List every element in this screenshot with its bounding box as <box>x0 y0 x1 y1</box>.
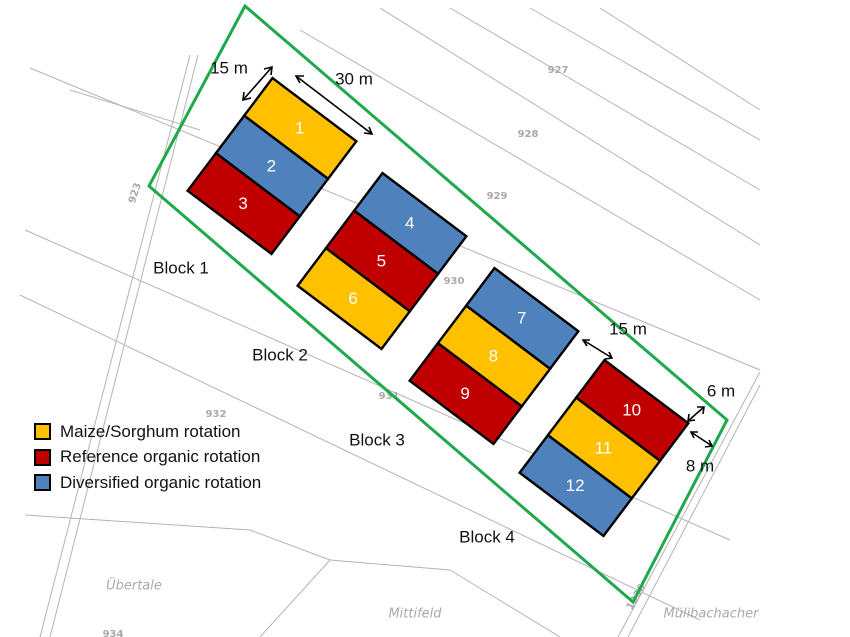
parcel-number: 932 <box>206 409 227 420</box>
plot-number: 4 <box>405 214 414 233</box>
legend-label-maize: Maize/Sorghum rotation <box>60 421 241 441</box>
plot-12: 12 <box>517 433 634 538</box>
place-name: Mülibachacher <box>664 607 761 622</box>
legend-item-diversified: Diversified organic rotation <box>34 470 261 496</box>
place-name: Mittifeld <box>388 607 442 622</box>
plot-9: 9 <box>407 341 524 446</box>
parcel-number: 929 <box>487 191 508 202</box>
plot-number: 2 <box>267 156 276 175</box>
legend: Maize/Sorghum rotation Reference organic… <box>34 419 261 496</box>
legend-swatch-maize <box>34 423 51 441</box>
plot-number: 12 <box>566 476 585 495</box>
dimension-arrows <box>242 65 714 448</box>
plot-9-fill <box>407 341 524 446</box>
plot-6: 6 <box>295 246 412 351</box>
dimension-label-block-gap: 15 m <box>609 319 647 338</box>
plot-3-fill <box>185 151 302 256</box>
legend-swatch-diversified <box>34 474 51 492</box>
parcel-number: 923 <box>127 181 144 204</box>
cadastre-lines <box>19 7 761 637</box>
parcel-number: 928 <box>518 129 539 140</box>
block-label-1: Block 1 <box>153 258 209 277</box>
plot-number: 11 <box>595 438 613 457</box>
plot-number: 9 <box>460 384 469 403</box>
plot-number: 1 <box>295 119 304 138</box>
plot-number: 6 <box>348 289 357 308</box>
parcel-number: 930 <box>444 276 465 287</box>
trial-field-boundary <box>147 3 729 605</box>
plot-number: 8 <box>489 346 498 365</box>
legend-swatch-reference <box>34 448 51 466</box>
place-name: Übertale <box>106 577 162 594</box>
block-label-2: Block 2 <box>252 345 308 364</box>
dimension-label-plot-length: 30 m <box>335 69 373 88</box>
dimension-label-edge-side: 6 m <box>707 381 735 400</box>
parcel-number: 927 <box>548 65 569 76</box>
plot-12-fill <box>517 433 634 538</box>
legend-item-maize: Maize/Sorghum rotation <box>34 419 261 445</box>
block-label-3: Block 3 <box>349 430 405 449</box>
plot-number: 3 <box>238 194 247 213</box>
legend-item-reference: Reference organic rotation <box>34 445 261 471</box>
block-label-4: Block 4 <box>459 527 515 546</box>
plot-number: 10 <box>622 401 641 420</box>
parcel-number: 934 <box>103 629 124 637</box>
dimension-label-plot-width: 15 m <box>210 58 248 77</box>
legend-label-reference: Reference organic rotation <box>60 447 261 467</box>
dimension-label-edge-end: 8 m <box>686 456 714 475</box>
parcel-number: 931 <box>379 391 400 402</box>
plot-3: 3 <box>185 151 302 256</box>
plot-6-fill <box>295 246 412 351</box>
plot-number: 5 <box>377 251 386 270</box>
legend-label-diversified: Diversified organic rotation <box>60 472 262 492</box>
plot-number: 7 <box>517 309 526 328</box>
